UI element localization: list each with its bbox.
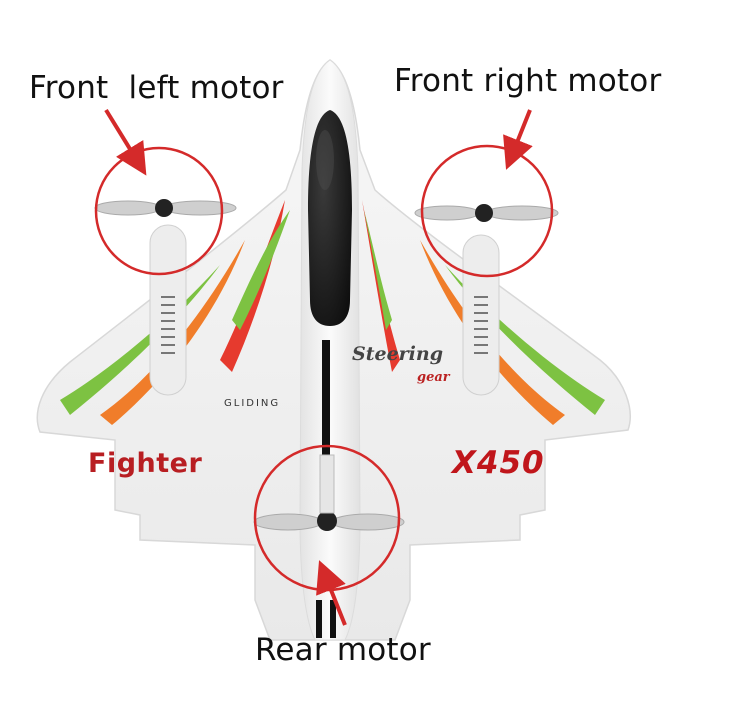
canopy-highlight bbox=[316, 130, 334, 190]
stripe-green-left-inner bbox=[232, 210, 290, 330]
gliding-decal: GLIDING bbox=[224, 398, 281, 409]
front-left-motor-label: Front left motor bbox=[29, 70, 284, 106]
front-right-motor-label: Front right motor bbox=[394, 63, 662, 99]
stripe-orange-right bbox=[420, 240, 565, 425]
vent-right bbox=[474, 296, 488, 354]
front-left-motor-pod bbox=[149, 224, 187, 396]
rear-propeller bbox=[253, 454, 405, 531]
model-decal: X450 bbox=[452, 445, 545, 481]
front-left-callout-arrow bbox=[104, 108, 147, 176]
rear-callout-arrow bbox=[316, 560, 347, 626]
stripe-red-right bbox=[362, 200, 400, 372]
front-right-motor-pod bbox=[462, 234, 500, 396]
front-right-propeller bbox=[414, 204, 559, 222]
stripe-green-right-inner bbox=[364, 210, 392, 330]
stripe-green-left bbox=[60, 265, 220, 415]
stripe-orange-left bbox=[100, 240, 245, 425]
fighter-decal: Fighter bbox=[88, 448, 203, 479]
vent-left bbox=[161, 296, 175, 354]
tail-stripe-left bbox=[316, 600, 322, 638]
tail-stripe-right bbox=[330, 600, 336, 638]
front-left-propeller bbox=[94, 199, 237, 217]
steering-decal: Steering bbox=[352, 343, 444, 365]
gear-decal: gear bbox=[417, 370, 450, 385]
center-stripe bbox=[322, 340, 330, 480]
rear-motor-label: Rear motor bbox=[255, 632, 431, 668]
front-right-callout-arrow bbox=[503, 109, 533, 170]
front-left-callout-circle bbox=[94, 146, 224, 276]
stripe-green-right bbox=[445, 265, 605, 415]
front-right-callout-circle bbox=[420, 144, 554, 278]
